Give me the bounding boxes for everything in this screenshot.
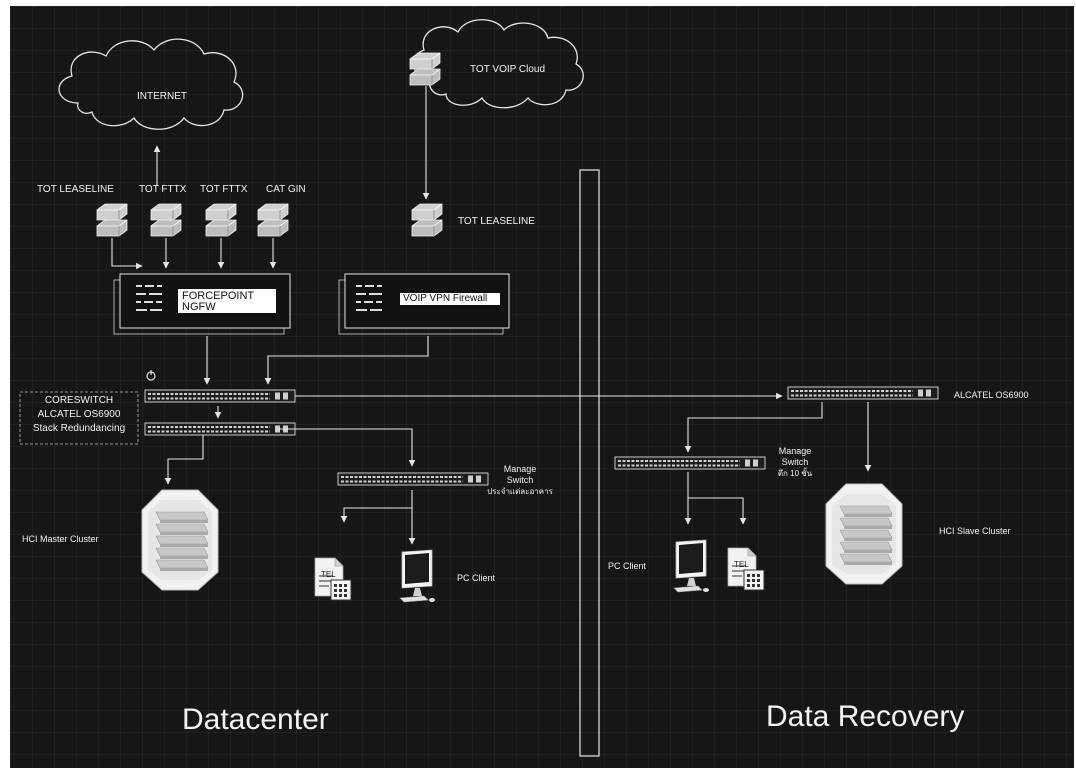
internet-cloud xyxy=(58,38,244,130)
router-icon-voip-leaseline xyxy=(411,203,443,237)
voip-fw-label: VOIP VPN Firewall xyxy=(403,293,488,304)
dc-pc-client-label: PC Client xyxy=(457,573,496,583)
diagram-graphics xyxy=(19,19,939,757)
dr-manage-switch-line2: Switch xyxy=(781,457,809,467)
datacenter-title: Datacenter xyxy=(182,703,329,736)
router-icon-catgin xyxy=(257,203,289,237)
router-icon-voip-cloud xyxy=(409,52,441,86)
dr-pc-icon xyxy=(673,539,710,593)
dc-tel-label: TEL xyxy=(321,570,336,579)
router-icon-fttx-2 xyxy=(205,203,237,237)
isp-fttx-1-label: TOT FTTX xyxy=(139,184,187,195)
coreswitch-line2: ALCATEL OS6900 xyxy=(37,409,121,420)
internet-label: INTERNET xyxy=(137,91,187,102)
network-diagram: INTERNET TOT VOIP Cloud TOT LEASELINE TO… xyxy=(10,6,1074,768)
core-switch-1 xyxy=(144,389,296,403)
ngfw-label: FORCEPOINT NGFW xyxy=(182,290,254,313)
voip-cloud xyxy=(412,19,584,109)
dr-tel-label: TEL xyxy=(734,560,749,569)
router-icon-fttx-1 xyxy=(150,203,182,237)
isp-leaseline-label: TOT LEASELINE xyxy=(37,184,114,195)
data-recovery-title: Data Recovery xyxy=(766,700,965,733)
dc-pc-icon xyxy=(399,549,436,603)
isp-fttx-2-label: TOT FTTX xyxy=(200,184,248,195)
coreswitch-line3: Stack Redundancing xyxy=(32,423,126,434)
hci-slave-server-icon xyxy=(825,483,903,585)
dr-manage-switch-line1: Manage xyxy=(778,446,812,456)
dc-manage-switch-line1: Manage xyxy=(503,464,537,474)
ngfw-label-bg xyxy=(178,289,276,313)
hci-master-label: HCI Master Cluster xyxy=(22,534,99,544)
hci-master-server-icon xyxy=(141,489,219,591)
hci-slave-label: HCI Slave Cluster xyxy=(939,526,1011,536)
voip-cloud-label: TOT VOIP Cloud xyxy=(470,64,546,75)
isp-catgin-label: CAT GIN xyxy=(266,184,306,195)
voip-leaseline-label: TOT LEASELINE xyxy=(458,216,535,227)
dr-manage-switch-line3: ตึก 10 ชั้น xyxy=(777,469,813,478)
dc-manage-switch-line3: ประจำแต่ละอาคาร xyxy=(487,487,553,496)
dr-alcatel-switch xyxy=(787,386,939,400)
dc-manage-switch xyxy=(337,472,489,486)
dc-manage-switch-line2: Switch xyxy=(506,475,534,485)
site-divider xyxy=(579,169,600,757)
coreswitch-line1: CORESWITCH xyxy=(44,395,114,406)
dr-pc-client-label: PC Client xyxy=(608,561,647,571)
core-switch-2 xyxy=(144,422,296,436)
dr-alcatel-label: ALCATEL OS6900 xyxy=(954,390,1029,400)
router-icon-leaseline xyxy=(96,203,128,237)
voip-fw-label-bg xyxy=(400,293,500,305)
dr-manage-switch xyxy=(614,456,766,470)
